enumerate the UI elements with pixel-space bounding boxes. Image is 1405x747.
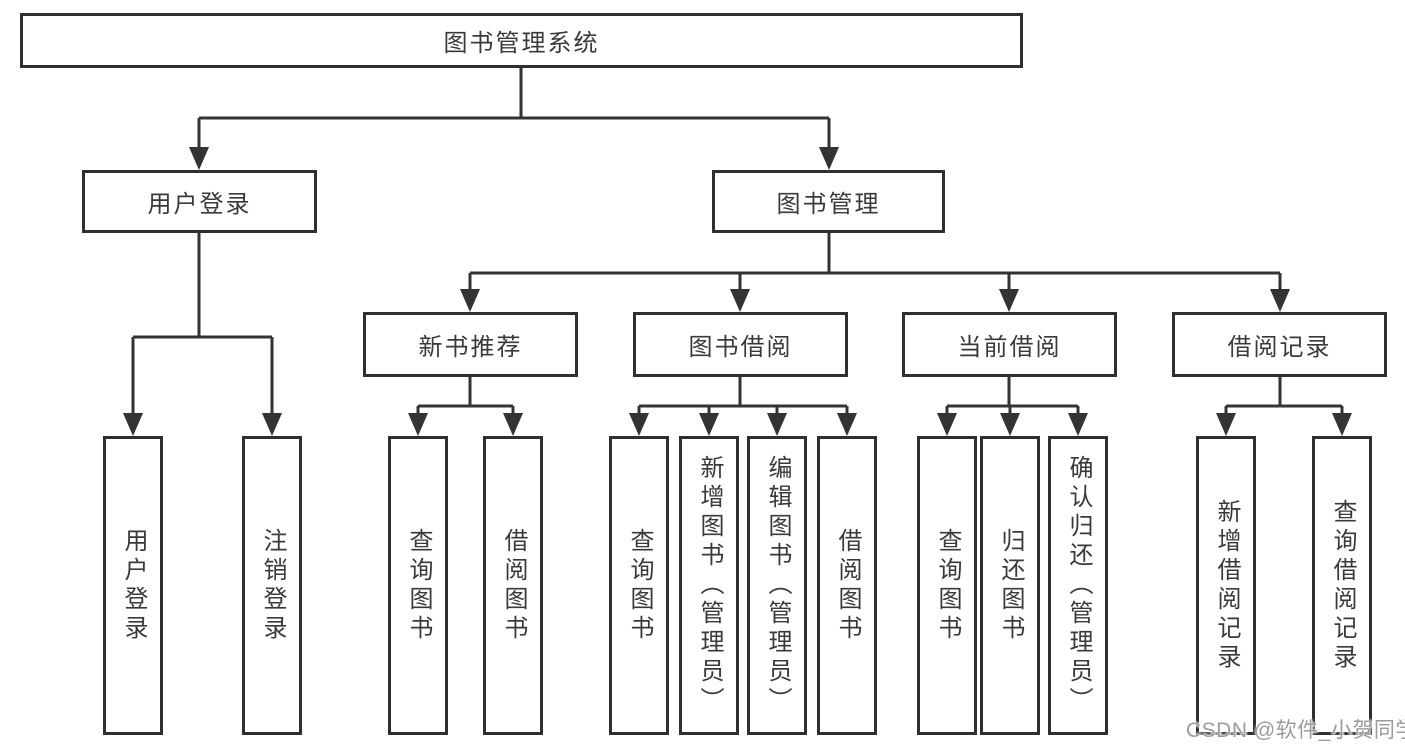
arrow-down-icon (408, 413, 428, 436)
connector-root-to-level2 (189, 68, 839, 170)
leaf-recommend-borrow-books: 借阅图书 (483, 436, 543, 735)
leaf-current-confirm-return-admin: 确认归还（管理员） (1048, 436, 1108, 735)
arrow-down-icon (837, 413, 857, 436)
leaf-label: 用户登录 (120, 527, 147, 644)
leaf-label: 查询借阅记录 (1329, 498, 1356, 673)
leaf-user-login: 用户登录 (103, 436, 163, 735)
arrow-down-icon (262, 413, 282, 436)
connector-records-children (1216, 377, 1352, 436)
leaf-current-return-books: 归还图书 (980, 436, 1040, 735)
arrow-down-icon (503, 413, 523, 436)
leaf-borrow-edit-books-admin: 编辑图书（管理员） (747, 436, 807, 735)
leaf-label: 新增图书（管理员） (696, 455, 723, 716)
leaf-label: 借阅图书 (500, 527, 527, 644)
node-current-borrow: 当前借阅 (902, 312, 1117, 377)
arrow-down-icon (767, 413, 787, 436)
leaf-recommend-query-books: 查询图书 (388, 436, 448, 735)
node-borrow-records: 借阅记录 (1172, 312, 1387, 377)
leaf-label: 新增借阅记录 (1213, 498, 1240, 673)
leaf-label: 借阅图书 (834, 527, 861, 644)
csdn-watermark: CSDN @软件_小贺同学 (1186, 719, 1405, 742)
leaf-records-query-record: 查询借阅记录 (1312, 436, 1372, 735)
arrow-down-icon (819, 147, 839, 170)
arrow-down-icon (699, 413, 719, 436)
arrow-down-icon (189, 147, 209, 170)
arrow-down-icon (460, 289, 480, 312)
leaf-label: 确认归还（管理员） (1065, 455, 1092, 716)
leaf-borrow-add-books-admin: 新增图书（管理员） (679, 436, 739, 735)
arrow-down-icon (1270, 289, 1290, 312)
arrow-down-icon (629, 413, 649, 436)
connector-book-mgmt-to-modules (460, 233, 1290, 312)
node-new-book-recommend: 新书推荐 (363, 312, 578, 377)
arrow-down-icon (937, 413, 957, 436)
leaf-current-query-books: 查询图书 (917, 436, 977, 735)
arrow-down-icon (1216, 413, 1236, 436)
leaf-borrow-borrow-books: 借阅图书 (817, 436, 877, 735)
leaf-label: 归还图书 (997, 527, 1024, 644)
arrow-down-icon (999, 289, 1019, 312)
node-user-login: 用户登录 (82, 170, 317, 233)
connector-current-children (937, 377, 1088, 436)
leaf-borrow-query-books: 查询图书 (609, 436, 669, 735)
leaf-label: 编辑图书（管理员） (764, 455, 791, 716)
arrow-down-icon (730, 289, 750, 312)
node-library-system: 图书管理系统 (20, 13, 1023, 68)
leaf-label: 注销登录 (259, 527, 286, 644)
leaf-label: 查询图书 (405, 527, 432, 644)
connector-recommend-children (408, 377, 523, 436)
leaf-records-add-record: 新增借阅记录 (1196, 436, 1256, 735)
arrow-down-icon (1332, 413, 1352, 436)
node-book-borrow: 图书借阅 (633, 312, 848, 377)
arrow-down-icon (1068, 413, 1088, 436)
connector-borrow-children (629, 377, 857, 436)
leaf-logout: 注销登录 (242, 436, 302, 735)
arrow-down-icon (1000, 413, 1020, 436)
leaf-label: 查询图书 (934, 527, 961, 644)
node-book-management: 图书管理 (712, 170, 945, 233)
leaf-label: 查询图书 (626, 527, 653, 644)
arrow-down-icon (123, 413, 143, 436)
connector-user-login-children (123, 233, 282, 436)
